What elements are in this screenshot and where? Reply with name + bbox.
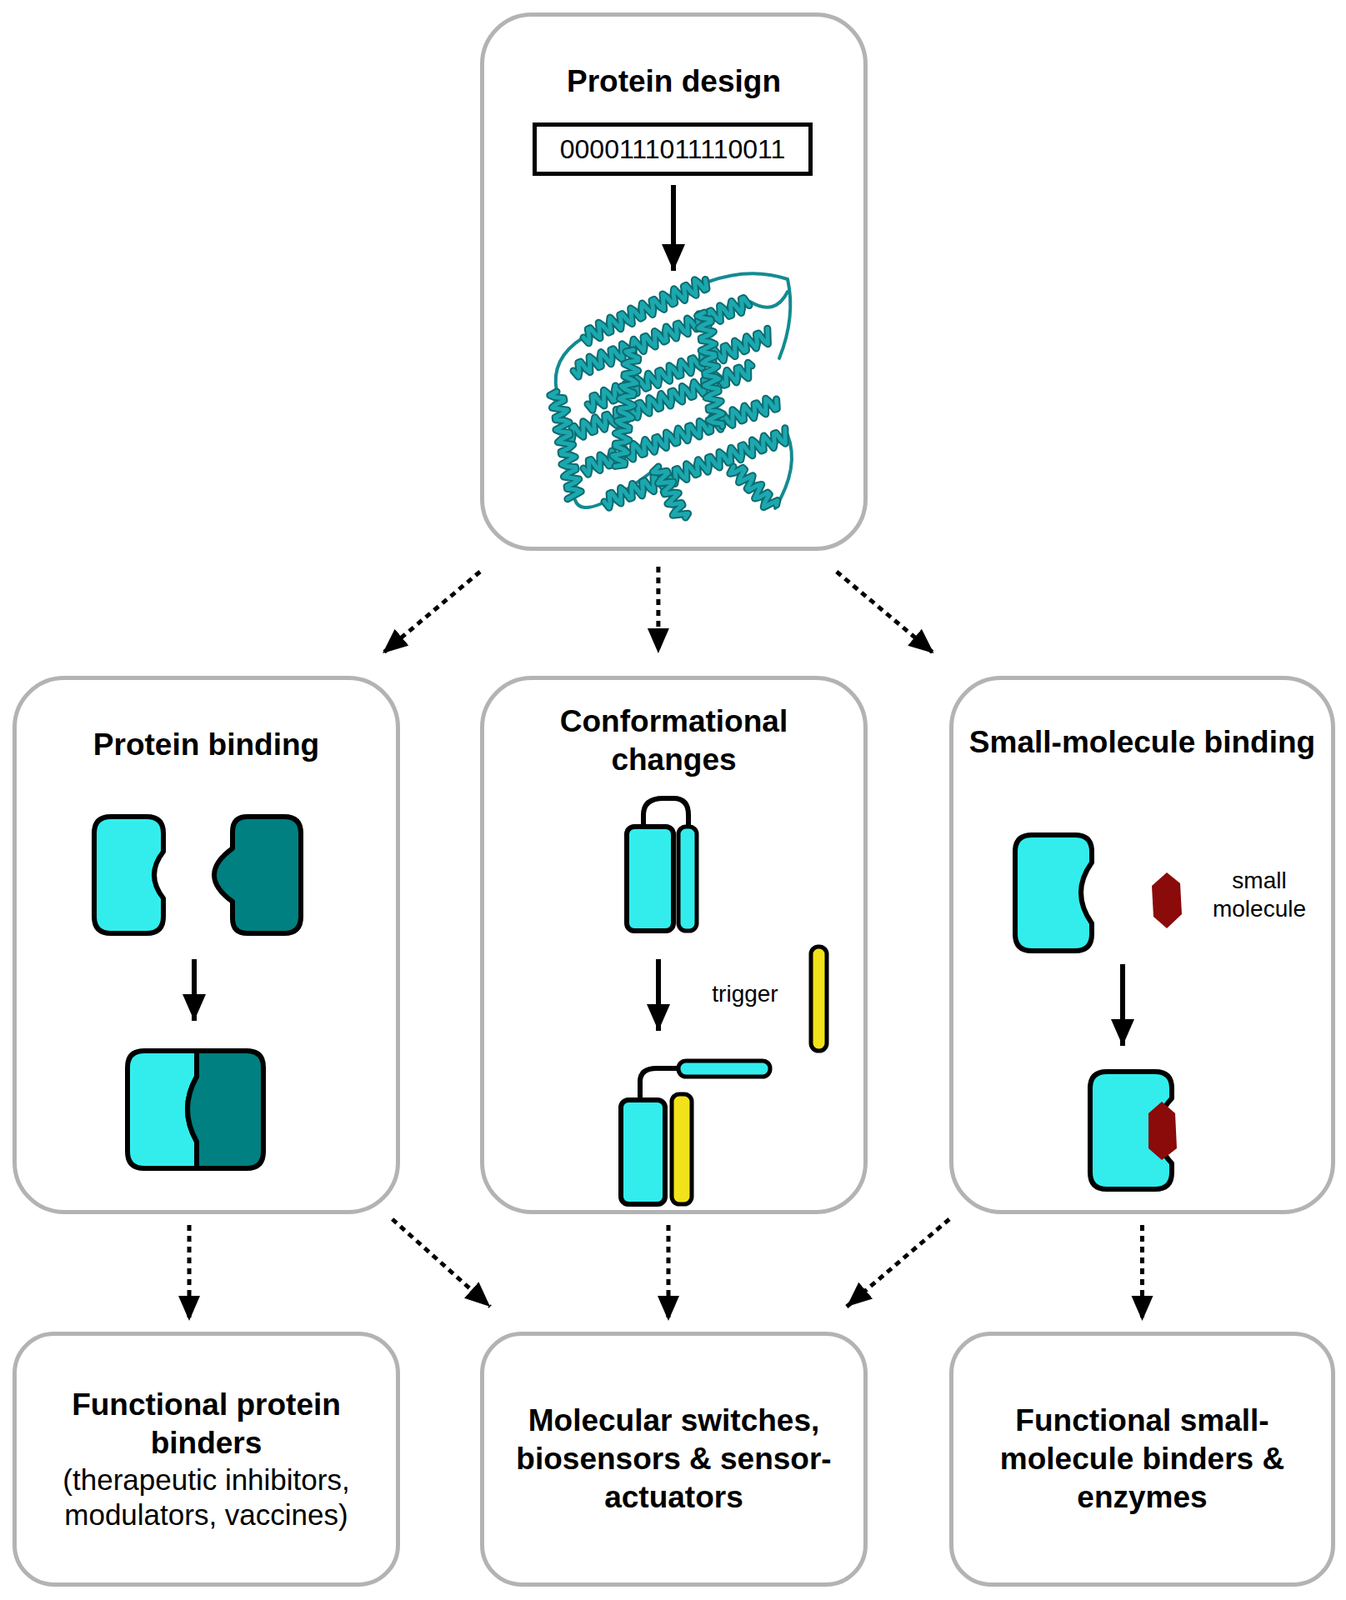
panel-box: Functional small-molecule binders & enzy… [949,1331,1336,1587]
dotted-arrow [836,571,935,654]
linker-loop [643,798,689,827]
panel-box: Functional protein binders(therapeutic i… [12,1331,401,1587]
dotted-arrow [187,1225,192,1321]
helix-stroke [550,391,581,500]
helix-stroke [573,298,750,378]
dotted-arrow [1140,1225,1145,1321]
protein-domain [626,826,674,931]
helix-stroke [612,350,639,466]
helix-stroke [612,350,639,466]
small-molecule-hexagon [1151,872,1182,929]
protein-b [187,1050,264,1169]
panel-box: Molecular switches, biosensors & sensor-… [480,1331,868,1587]
flow-arrow [1120,964,1126,1046]
panel-title: Conformational changes [499,702,849,781]
sequence-box: 0000111011110011 [532,122,813,176]
helix-stroke [697,312,723,427]
panel-box: Conformational changes [480,675,868,1215]
panel-title: Functional small-molecule binders & enzy… [966,1401,1318,1518]
helix-stroke [583,398,777,475]
small-molecule-hexagon [1148,1101,1177,1161]
dotted-arrow [665,1225,671,1321]
panel-title: Molecular switches, biosensors & sensor-… [497,1401,851,1518]
panel-box: Protein binding [12,675,401,1215]
dotted-arrow [846,1219,950,1307]
flow-arrow [655,959,661,1031]
panel-body: (therapeutic inhibitors, modulators, vac… [30,1462,383,1533]
dotted-arrow [392,1219,491,1307]
sequence-text: 0000111011110011 [560,134,786,166]
peptide-strip [678,826,697,931]
panel-title: Protein design [499,62,849,101]
trigger-peptide [810,946,827,1051]
flow-arrow [191,959,197,1021]
helix-stroke [730,466,778,508]
dotted-arrow [655,566,661,654]
helix-stroke [652,466,688,518]
helix-stroke [730,466,778,508]
helix-stroke [550,391,581,500]
annotation-label: small molecule [1196,866,1322,923]
protein-cartoon [550,273,792,518]
helix-stroke [573,298,750,378]
protein-b [214,816,301,934]
panel-title: Protein binding [31,725,381,765]
annotation-label: trigger [694,980,796,1009]
helix-stroke [583,398,777,475]
helix-stroke [697,312,723,427]
panel-title: Small-molecule binding [968,723,1316,762]
panel-box: Small-molecule binding [949,675,1336,1215]
dotted-arrow [382,571,481,654]
helix-stroke [750,291,788,308]
helix-stroke [652,466,688,518]
peptide-strip [678,1060,771,1077]
binder-protein [1015,835,1092,951]
flow-arrow [670,185,676,271]
panel-title: Functional protein binders [30,1386,383,1464]
protein-domain [620,1100,666,1205]
trigger-peptide [671,1094,692,1205]
protein-a [94,816,164,934]
panel-box: Protein design 0000111011110011 [480,12,868,551]
